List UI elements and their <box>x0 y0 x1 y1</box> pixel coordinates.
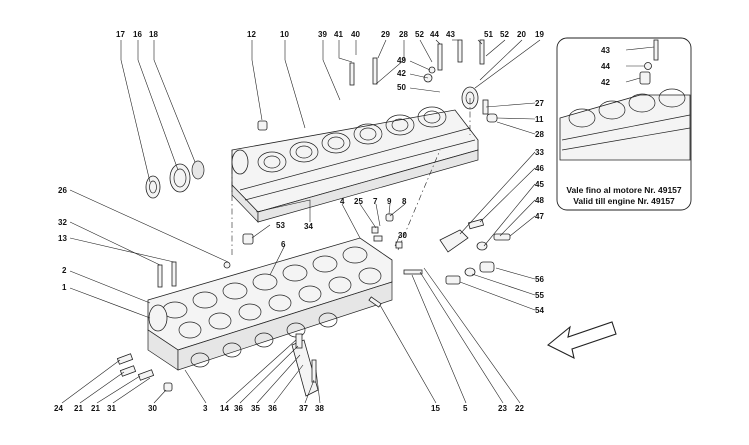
callout-3: 3 <box>203 404 208 413</box>
callout-2: 2 <box>62 266 67 275</box>
callout-37: 37 <box>299 404 308 413</box>
callout-33: 33 <box>535 148 544 157</box>
callout-8: 8 <box>402 197 407 206</box>
callout-36: 36 <box>234 404 243 413</box>
seal-group-left <box>145 160 205 199</box>
callout-1: 1 <box>62 283 67 292</box>
callout-24: 24 <box>54 404 63 413</box>
callout-54: 54 <box>535 306 544 315</box>
callout-52: 52 <box>500 30 509 39</box>
callout-41: 41 <box>334 30 343 39</box>
callout-14: 14 <box>220 404 229 413</box>
callout-31: 31 <box>107 404 116 413</box>
callout-40: 40 <box>351 30 360 39</box>
leader-lines <box>61 39 655 404</box>
callout-21: 21 <box>74 404 83 413</box>
inset-detail <box>556 37 692 211</box>
callout-15: 15 <box>431 404 440 413</box>
callout-50: 50 <box>397 83 406 92</box>
callout-9: 9 <box>387 197 392 206</box>
callout-19: 19 <box>535 30 544 39</box>
lower-fasteners <box>116 213 423 397</box>
callout-27: 27 <box>535 99 544 108</box>
callout-45: 45 <box>535 180 544 189</box>
callout-18: 18 <box>149 30 158 39</box>
callout-29: 29 <box>381 30 390 39</box>
front-direction-arrow-icon <box>546 321 617 360</box>
right-side-parts <box>439 218 511 285</box>
callout-30: 30 <box>148 404 157 413</box>
callout-11: 11 <box>535 115 544 124</box>
callout-20: 20 <box>517 30 526 39</box>
callout-25: 25 <box>354 197 363 206</box>
inset-callout-43: 43 <box>601 46 610 55</box>
inset-callout-42: 42 <box>601 78 610 87</box>
callout-10: 10 <box>280 30 289 39</box>
inset-note-italian: Vale fino al motore Nr. 49157 <box>566 185 682 195</box>
callout-17: 17 <box>116 30 125 39</box>
callout-32: 32 <box>58 218 67 227</box>
callout-13: 13 <box>58 234 67 243</box>
callout-48: 48 <box>535 196 544 205</box>
callout-23: 23 <box>498 404 507 413</box>
cam-cover <box>231 86 479 223</box>
cylinder-head <box>147 237 393 371</box>
callout-30: 30 <box>398 231 407 240</box>
callout-44: 44 <box>430 30 439 39</box>
callout-51: 51 <box>484 30 493 39</box>
callout-28: 28 <box>399 30 408 39</box>
callout-47: 47 <box>535 212 544 221</box>
callout-52: 52 <box>415 30 424 39</box>
inset-note-english: Valid till engine Nr. 49157 <box>573 196 675 206</box>
callout-5: 5 <box>463 404 468 413</box>
callout-12: 12 <box>247 30 256 39</box>
callout-35: 35 <box>251 404 260 413</box>
callout-4: 4 <box>340 197 345 206</box>
callout-28: 28 <box>535 130 544 139</box>
callout-46: 46 <box>535 164 544 173</box>
assembly-centerlines <box>231 98 471 255</box>
callout-39: 39 <box>318 30 327 39</box>
callout-6: 6 <box>281 240 286 249</box>
inset-note: Vale fino al motore Nr. 49157 Valid till… <box>566 185 682 206</box>
callout-labels: 17 16 18 12 10 39 41 40 29 28 52 44 43 5… <box>54 30 610 413</box>
callout-53: 53 <box>276 221 285 230</box>
callout-36: 36 <box>268 404 277 413</box>
callout-16: 16 <box>133 30 142 39</box>
callout-26: 26 <box>58 186 67 195</box>
callout-43: 43 <box>446 30 455 39</box>
callout-34: 34 <box>304 222 313 231</box>
callout-56: 56 <box>535 275 544 284</box>
top-fasteners <box>257 39 498 131</box>
callout-55: 55 <box>535 291 544 300</box>
callout-21: 21 <box>91 404 100 413</box>
callout-42: 42 <box>397 69 406 78</box>
callout-22: 22 <box>515 404 524 413</box>
callout-7: 7 <box>373 197 378 206</box>
inset-callout-44: 44 <box>601 62 610 71</box>
callout-49: 49 <box>397 56 406 65</box>
callout-38: 38 <box>315 404 324 413</box>
